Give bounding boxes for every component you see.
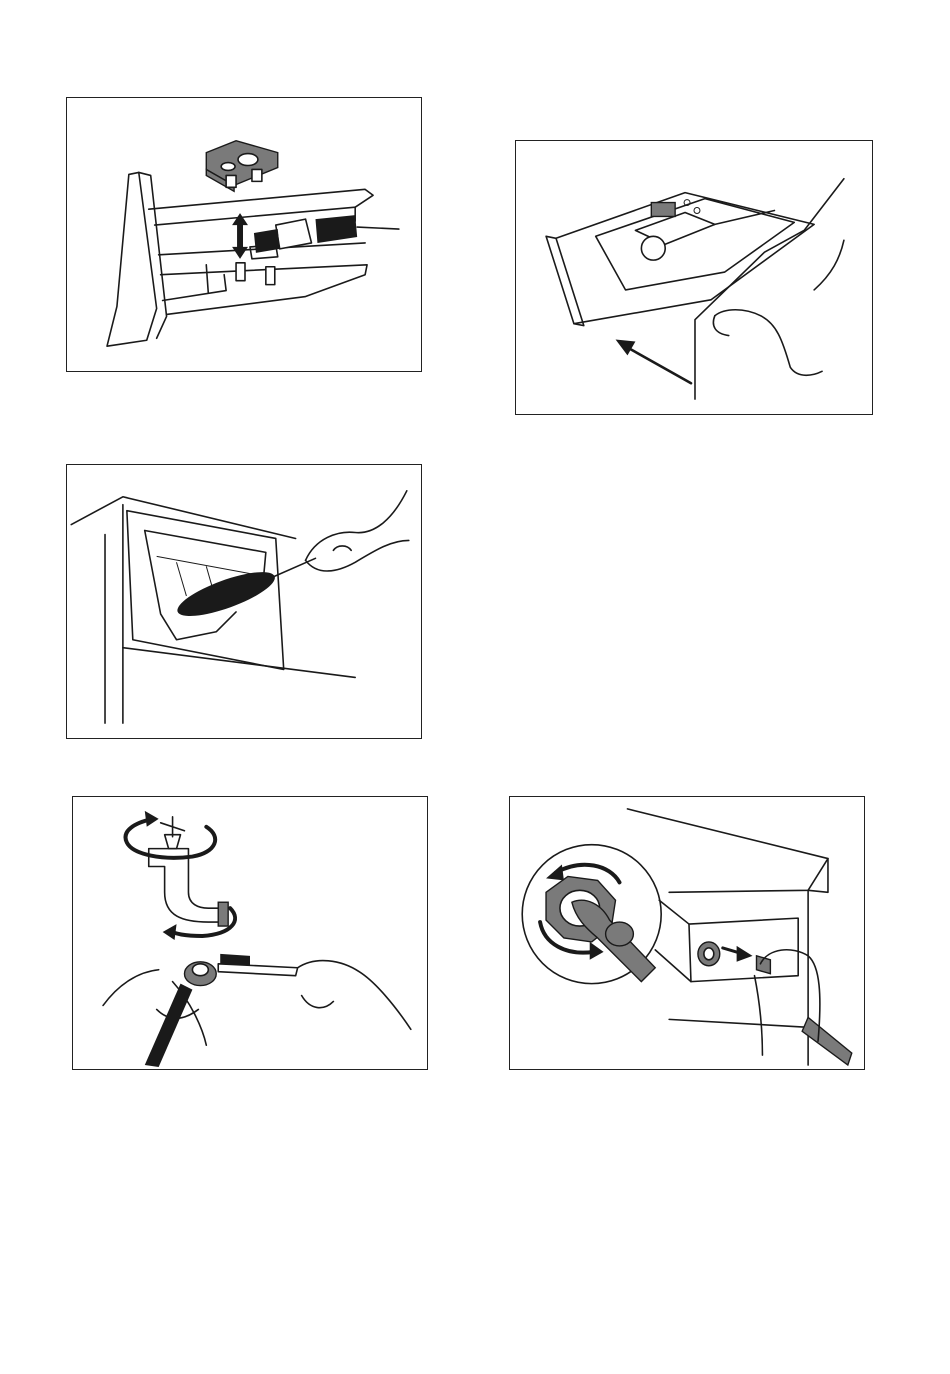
- figure-drawer-remove: [515, 140, 873, 415]
- siphon-cap-icon: [206, 141, 277, 192]
- pull-arrow-icon: [616, 340, 691, 384]
- pull-arrow-icon: [723, 946, 753, 962]
- magnifier-inset-icon: [522, 845, 691, 984]
- figure-inlet-filter: [509, 796, 865, 1070]
- up-down-arrow-icon: [232, 213, 248, 259]
- hand-icon: [713, 240, 844, 375]
- brush-icon: [173, 558, 316, 624]
- illustration-tap-filter: [73, 797, 427, 1069]
- hand-icon: [306, 491, 409, 571]
- toothbrush-icon: [218, 954, 297, 976]
- illustration-drawer-remove: [516, 141, 872, 414]
- figure-recess-brush: [66, 464, 422, 739]
- illustration-recess-brush: [67, 465, 421, 738]
- filter-icon: [698, 942, 720, 966]
- illustration-dispenser-brush: [67, 98, 421, 371]
- brush-icon: [254, 215, 399, 253]
- figure-tap-filter: [72, 796, 428, 1070]
- tap-icon: [149, 817, 228, 926]
- hose-icon: [145, 962, 216, 1067]
- figure-dispenser-brush: [66, 97, 422, 372]
- illustration-inlet-filter: [510, 797, 864, 1069]
